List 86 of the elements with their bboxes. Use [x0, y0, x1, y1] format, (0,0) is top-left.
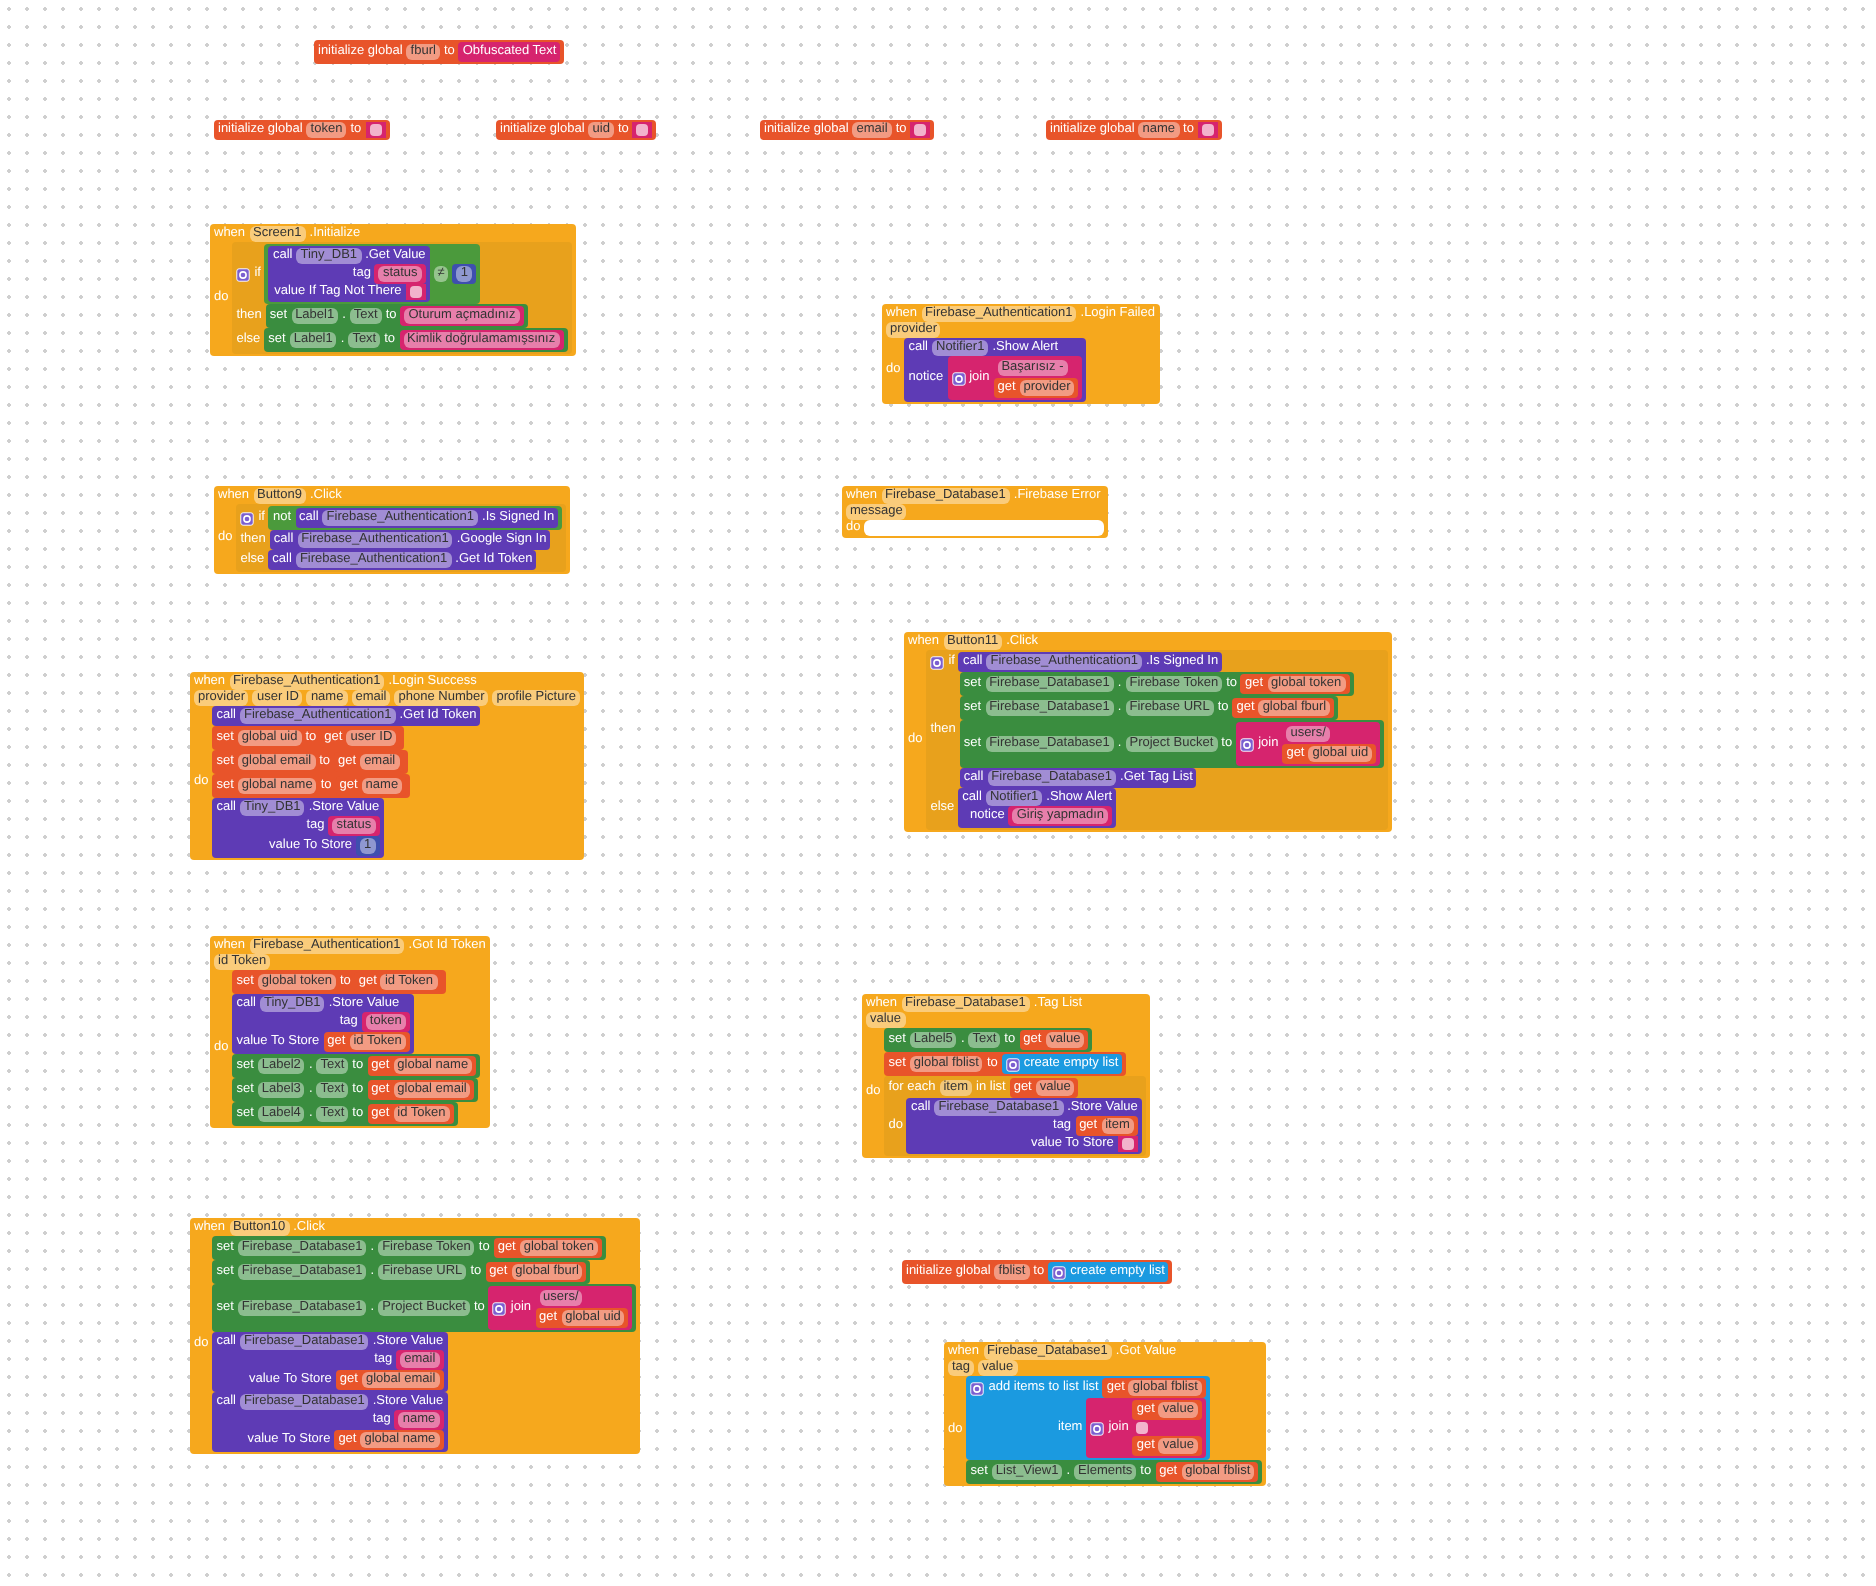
- variable-set-block: [212, 750, 408, 774]
- variable-init-block: [314, 40, 565, 64]
- getter-block: [1232, 698, 1335, 718]
- getter-block: [323, 1032, 410, 1052]
- property-setter-block: [959, 720, 1385, 768]
- getter-block: [493, 1238, 602, 1258]
- property-setter-block: [966, 1460, 1263, 1484]
- method-call-block: [959, 768, 1197, 788]
- getter-block: [367, 1056, 477, 1076]
- event-block: [210, 936, 490, 1128]
- variable-set-block: [212, 774, 411, 798]
- variable-init-block: [902, 1260, 1173, 1284]
- method-call-block: [268, 246, 430, 302]
- event-block: [882, 304, 1159, 404]
- method-call-block: [268, 550, 537, 570]
- getter-block: [535, 1308, 629, 1328]
- getter-block: [1132, 1400, 1202, 1420]
- getter-block: [367, 1104, 454, 1124]
- if-block: [236, 504, 567, 572]
- join-block: [1236, 722, 1381, 766]
- event-block: [214, 486, 571, 574]
- getter-block: [1155, 1462, 1259, 1482]
- property-setter-block: [959, 672, 1354, 696]
- if-block: [232, 242, 572, 354]
- getter-block: [1240, 674, 1350, 694]
- event-block: [190, 1218, 641, 1454]
- getter-block: [334, 1430, 444, 1450]
- getter-block: [1075, 1116, 1138, 1136]
- event-block: [944, 1342, 1267, 1486]
- getter-block: [334, 752, 404, 772]
- variable-init-block: [760, 120, 935, 140]
- empty-text-block: [1117, 1136, 1138, 1152]
- getter-block: [485, 1262, 587, 1282]
- property-setter-block: [232, 1054, 481, 1078]
- property-setter-block: [212, 1284, 637, 1332]
- getter-block: [1132, 1436, 1202, 1456]
- variable-init-block: [496, 120, 657, 140]
- method-call-block: [232, 994, 414, 1054]
- getter-block: [993, 378, 1079, 398]
- variable-init-block: [1046, 120, 1222, 140]
- method-call-block: [212, 798, 384, 858]
- property-setter-block: [884, 1028, 1093, 1052]
- method-call-block: [212, 1392, 448, 1452]
- property-setter-block: [212, 1236, 606, 1260]
- method-call-block: [958, 788, 1117, 828]
- method-call-block: [212, 1332, 448, 1392]
- property-setter-block: [232, 1078, 479, 1102]
- method-call-block: [212, 706, 481, 726]
- event-block: [210, 224, 576, 356]
- property-setter-block: [265, 304, 528, 328]
- event-block: [190, 672, 584, 860]
- getter-block: [335, 776, 407, 796]
- variable-init-block: [214, 120, 390, 140]
- variable-set-block: [884, 1052, 1127, 1076]
- join-block: [488, 1286, 633, 1330]
- getter-block: [1009, 1078, 1079, 1098]
- for-each-block: [884, 1076, 1146, 1156]
- getter-block: [1019, 1030, 1089, 1050]
- list-block: [1048, 1262, 1169, 1282]
- property-setter-block: [212, 1260, 591, 1284]
- add-items-block: [966, 1376, 1210, 1460]
- event-block: [862, 994, 1150, 1158]
- join-block: [1086, 1398, 1206, 1458]
- property-setter-block: [959, 696, 1339, 720]
- getter-block: [1282, 744, 1377, 764]
- not-block: [268, 506, 563, 530]
- getter-block: [335, 1370, 444, 1390]
- empty-text-block: [405, 284, 426, 300]
- method-call-block: [295, 508, 559, 528]
- property-setter-block: [232, 1102, 458, 1126]
- getter-block: [320, 728, 401, 748]
- variable-set-block: [232, 970, 446, 994]
- getter-block: [367, 1080, 475, 1100]
- getter-block: [354, 972, 442, 992]
- compare-block: [264, 244, 480, 304]
- variable-set-block: [212, 726, 405, 750]
- event-block: [842, 486, 1109, 538]
- property-setter-block: [264, 328, 568, 352]
- empty-text-block: [1132, 1420, 1153, 1436]
- method-call-block: [906, 1098, 1142, 1154]
- method-call-block: [269, 530, 551, 550]
- method-call-block: [958, 652, 1223, 672]
- method-call-block: [904, 338, 1087, 402]
- getter-block: [1102, 1378, 1206, 1398]
- join-block: [947, 356, 1083, 400]
- list-block: [1001, 1054, 1123, 1074]
